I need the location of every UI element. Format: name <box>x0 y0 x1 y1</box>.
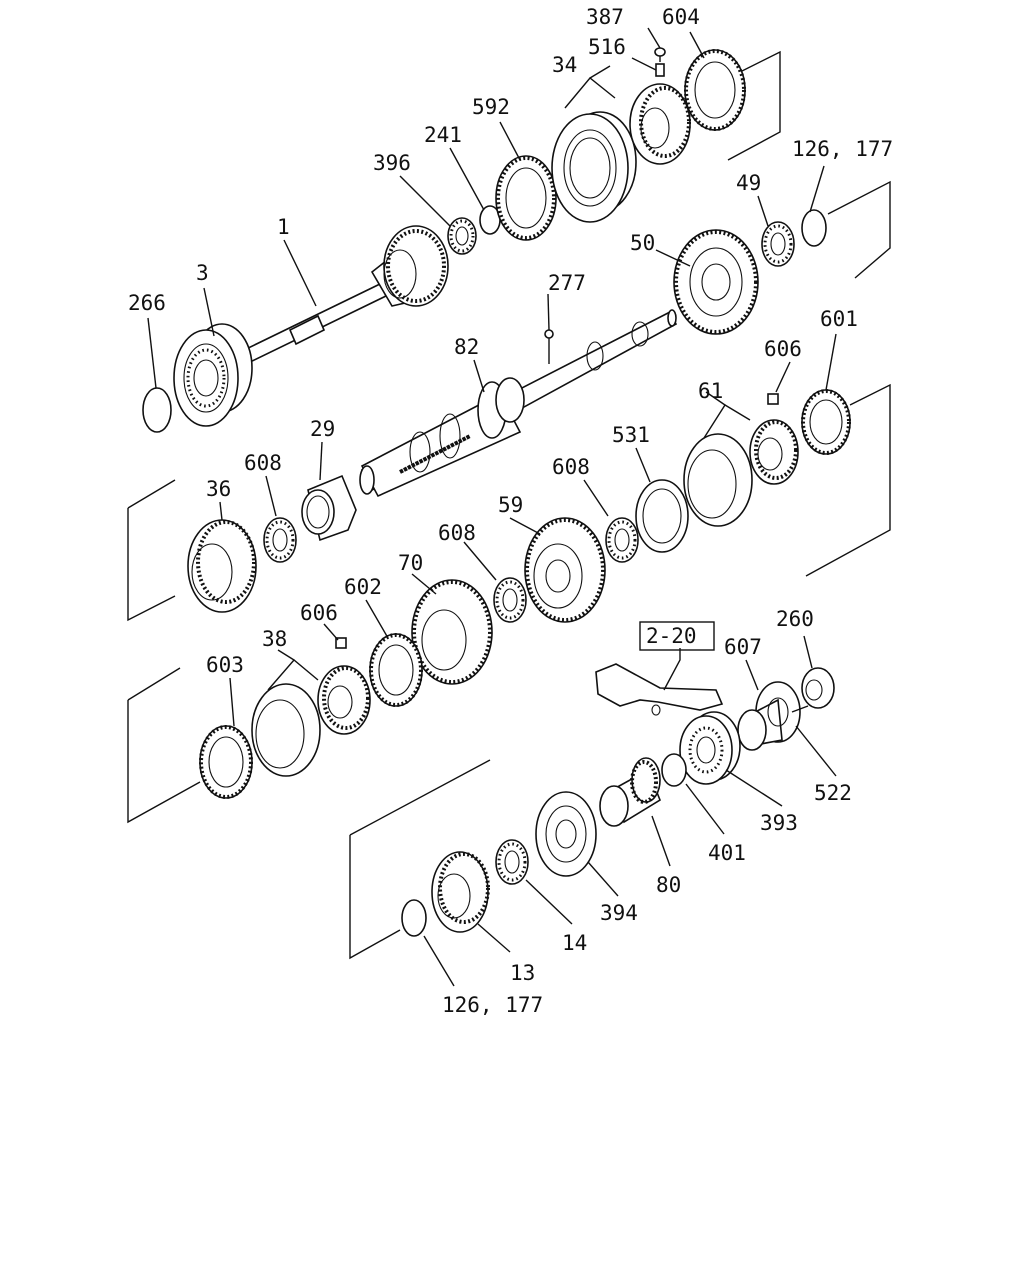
label-592: 592 <box>472 95 510 119</box>
label-2-20: 2-20 <box>646 624 697 648</box>
thrust-plate-394 <box>535 791 597 877</box>
spring-516 <box>655 63 665 77</box>
label-34: 34 <box>552 53 577 77</box>
label-393: 393 <box>760 811 798 835</box>
label-607: 607 <box>724 635 762 659</box>
label-531: 531 <box>612 423 650 447</box>
snap-ring-401 <box>661 753 687 787</box>
sleeve-hub-34 <box>551 83 691 223</box>
label-608-c: 608 <box>438 521 476 545</box>
bracket-2-20 <box>595 663 724 716</box>
needle-bearing-49 <box>761 221 795 267</box>
label-604: 604 <box>662 5 700 29</box>
label-608-b: 608 <box>552 455 590 479</box>
label-522: 522 <box>814 781 852 805</box>
label-14: 14 <box>562 931 587 955</box>
label-61: 61 <box>698 379 723 403</box>
nut-260 <box>801 667 835 709</box>
label-241: 241 <box>424 123 462 147</box>
label-36: 36 <box>206 477 231 501</box>
synchro-ring-602 <box>369 633 423 707</box>
label-606-lower: 606 <box>300 601 338 625</box>
label-516: 516 <box>588 35 626 59</box>
label-608-a: 608 <box>244 451 282 475</box>
synchro-ring-604 <box>684 49 746 131</box>
label-603: 603 <box>206 653 244 677</box>
label-70: 70 <box>398 551 423 575</box>
ball-bearing-393 <box>679 711 741 785</box>
label-1: 1 <box>277 215 290 239</box>
gear-50 <box>673 229 759 335</box>
input-shaft-1 <box>237 225 449 367</box>
gear-36 <box>187 519 257 613</box>
label-80: 80 <box>656 873 681 897</box>
label-50: 50 <box>630 231 655 255</box>
label-29: 29 <box>310 417 335 441</box>
sleeve-hub-38 <box>251 665 371 777</box>
needle-bearing-608-left <box>263 517 297 563</box>
gear-sleeve-80 <box>599 757 661 827</box>
gear-13 <box>431 851 490 933</box>
key-606-lower <box>335 637 347 649</box>
key-606-upper <box>767 393 779 405</box>
snap-ring-266 <box>142 387 172 433</box>
collar-29 <box>301 474 357 542</box>
snap-ring-126-177-top <box>801 209 827 247</box>
ball-bearing-3 <box>173 323 253 427</box>
label-606-upper: 606 <box>764 337 802 361</box>
label-3: 3 <box>196 261 209 285</box>
needle-bearing-396 <box>447 217 477 255</box>
label-126-177-top: 126, 177 <box>792 137 893 161</box>
leader-lines <box>147 27 837 987</box>
section-brackets <box>127 50 891 960</box>
label-387: 387 <box>586 5 624 29</box>
synchro-ring-531 <box>635 479 689 553</box>
label-277: 277 <box>548 271 586 295</box>
synchro-ring-603 <box>199 725 253 799</box>
bolt-387 <box>654 47 666 62</box>
main-shaft-82 <box>359 309 678 498</box>
ball-277 <box>544 329 554 339</box>
gear-59 <box>524 517 606 623</box>
sleeve-hub-61 <box>683 419 799 527</box>
label-396: 396 <box>373 151 411 175</box>
label-126-177-bottom: 126, 177 <box>442 993 543 1017</box>
label-260: 260 <box>776 607 814 631</box>
needle-bearing-14 <box>495 839 529 885</box>
label-394: 394 <box>600 901 638 925</box>
needle-bearing-608-right <box>605 517 639 563</box>
label-59: 59 <box>498 493 523 517</box>
label-82: 82 <box>454 335 479 359</box>
label-601: 601 <box>820 307 858 331</box>
label-38: 38 <box>262 627 287 651</box>
part-labels: 387 604 516 34 592 241 396 126, 177 49 1… <box>128 5 893 1017</box>
needle-bearing-608-center <box>493 577 527 623</box>
label-266: 266 <box>128 291 166 315</box>
synchro-ring-592 <box>495 155 557 241</box>
synchro-ring-601 <box>801 389 851 455</box>
label-602: 602 <box>344 575 382 599</box>
bolt-522 <box>791 705 809 713</box>
label-13: 13 <box>510 961 535 985</box>
label-49: 49 <box>736 171 761 195</box>
reference-box-2-20 <box>639 621 715 651</box>
flange-607 <box>737 681 801 751</box>
gear-70 <box>411 579 493 685</box>
label-401: 401 <box>708 841 746 865</box>
snap-ring-126-177-bottom <box>401 899 427 937</box>
